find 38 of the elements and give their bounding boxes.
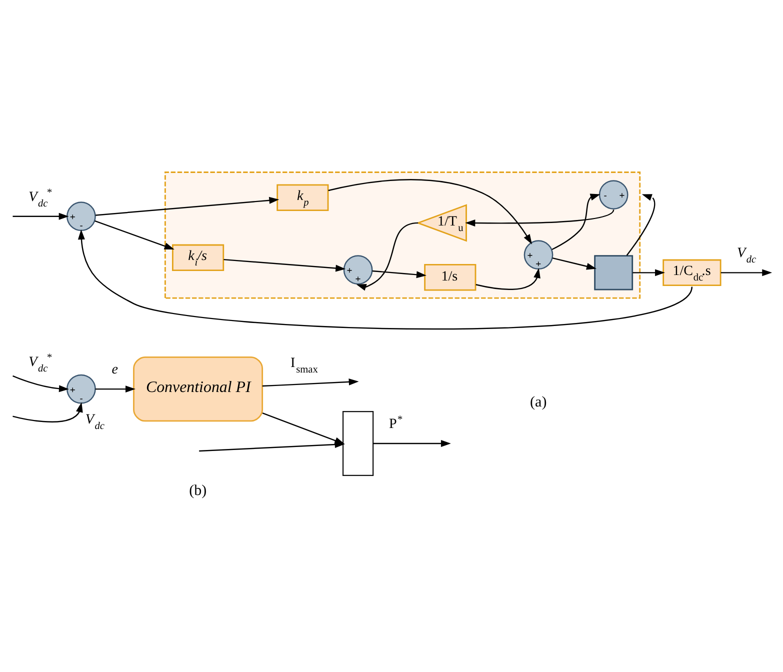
- arrow: [12, 212, 69, 220]
- arrow: [224, 258, 346, 272]
- arrow: [94, 220, 174, 249]
- arrow: [12, 374, 69, 392]
- arrow: [12, 402, 83, 422]
- edge-label: V$_{dc}$: [737, 244, 756, 266]
- node-box: [342, 410, 374, 476]
- node-box: k$_{i}$/s: [172, 244, 224, 271]
- arrow: [372, 270, 426, 278]
- label: (b): [189, 482, 207, 498]
- arrow: [476, 268, 540, 290]
- arrow: [373, 440, 451, 446]
- arrow: [328, 178, 532, 244]
- arrow: [356, 222, 418, 290]
- arrow: [632, 268, 665, 276]
- node-box: 1/C$_{dc}$.s: [662, 258, 722, 286]
- node-box: 1/s: [424, 264, 476, 290]
- arrow: [262, 378, 359, 386]
- node-box: [594, 254, 634, 290]
- edge-label: V$_{dc}$: [85, 411, 105, 432]
- label: (a): [530, 394, 547, 410]
- node-circle: + +: [343, 254, 373, 284]
- arrow: [95, 385, 136, 392]
- node-box: k$_{p}$: [276, 184, 329, 210]
- arrow: [720, 268, 772, 276]
- node-circle: + -: [66, 201, 96, 231]
- arrow: [552, 193, 600, 250]
- arrow: [626, 194, 656, 256]
- edge-label: I$_{smax}$: [290, 354, 318, 375]
- arrow: [465, 208, 614, 226]
- arrow: [552, 256, 597, 270]
- node-circle: - +: [598, 180, 628, 209]
- node-circle: + -: [66, 374, 96, 404]
- edge-label: P$^{*}$: [389, 414, 403, 432]
- node-box: Conventional PI: [133, 356, 264, 422]
- edge-label: e: [112, 361, 118, 378]
- arrow: [96, 196, 280, 216]
- node-circle: + +: [524, 240, 554, 270]
